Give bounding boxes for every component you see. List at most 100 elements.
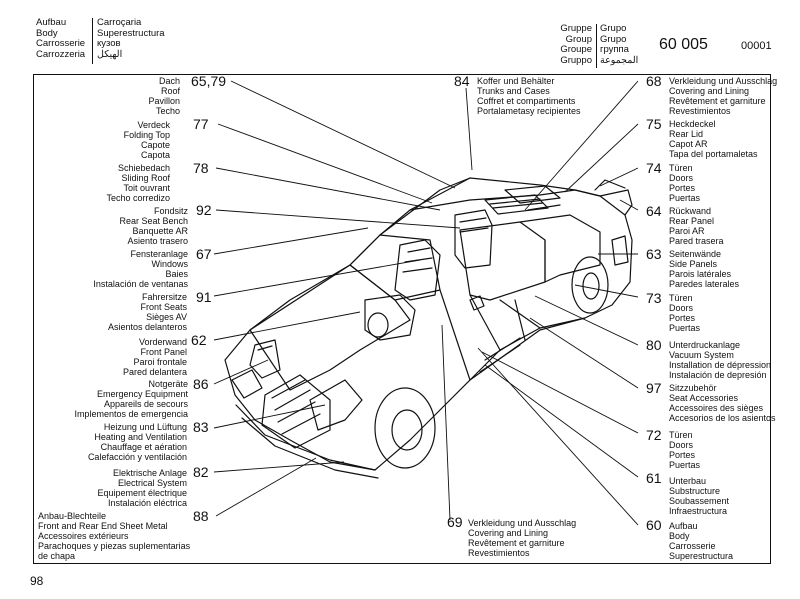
callout-label-line: Puertas bbox=[669, 460, 701, 470]
callout-label-line: Rückwand bbox=[669, 206, 712, 216]
header-section-names-b: Carroçaria Superestructura кузов الهيكل bbox=[97, 17, 165, 60]
callout-label-line: Revêtement et garniture bbox=[669, 96, 766, 106]
callout-label-line: Calefacción y ventilación bbox=[87, 452, 187, 462]
callout-label-line: Covering and Lining bbox=[669, 86, 750, 96]
callout-label-line: Pavillon bbox=[148, 96, 180, 106]
callout-label-line: Pared delantera bbox=[122, 367, 187, 377]
header-group-label: Gruppe bbox=[560, 23, 592, 34]
callout-label-line: Portalametasy recipientes bbox=[477, 106, 581, 116]
callout-number-doors-front: 72 bbox=[646, 427, 662, 443]
callout-label-line: Pared trasera bbox=[669, 236, 724, 246]
header-divider bbox=[92, 18, 93, 64]
callout-number-lining: 68 bbox=[646, 73, 662, 89]
callout-number-electrical: 82 bbox=[193, 464, 209, 480]
callout-label-line: Dach bbox=[158, 76, 180, 86]
callout-label-line: Seitenwände bbox=[669, 249, 722, 259]
callout-label-line: Implementos de emergencia bbox=[74, 409, 188, 419]
header-name: Body bbox=[36, 27, 58, 39]
callout-number-windows: 67 bbox=[196, 246, 212, 262]
callout-label-line: Accesorios de los asientos bbox=[669, 413, 776, 423]
callout-label-line: Instalación eléctrica bbox=[107, 498, 187, 508]
callout-number-emergency: 86 bbox=[193, 376, 209, 392]
header-name: الهيكل bbox=[97, 48, 123, 60]
callout-label-line: Doors bbox=[669, 303, 694, 313]
header-group-label: Gruppo bbox=[560, 54, 592, 66]
header-group-names-b: Grupo Grupo группа المجموعة bbox=[600, 23, 639, 66]
callout-number-substructure: 61 bbox=[646, 470, 662, 486]
callout-number-rear-seat: 92 bbox=[196, 202, 212, 218]
callout-label-line: Asientos delanteros bbox=[107, 322, 187, 332]
callout-number-lining-lower: 69 bbox=[447, 514, 463, 530]
callout-label-line: Electrical System bbox=[117, 478, 187, 488]
header-group-names-a: Gruppe Group Groupe Gruppo bbox=[560, 23, 592, 66]
callout-label-line: Doors bbox=[669, 440, 694, 450]
illustration-frame bbox=[33, 74, 771, 564]
callout-label-line: Türen bbox=[669, 430, 693, 440]
group-number: 60 005 bbox=[659, 36, 708, 53]
header-group-label: Grupo bbox=[600, 33, 627, 45]
page-number: 98 bbox=[30, 574, 44, 588]
callout-label-line: Covering and Lining bbox=[468, 528, 549, 538]
callout-label-line: Puertas bbox=[669, 193, 701, 203]
callout-label-line: Revestimientos bbox=[669, 106, 731, 116]
header-group-label: Group bbox=[565, 33, 592, 45]
callout-label-line: Verdeck bbox=[137, 120, 170, 130]
callout-number-seat-accessories: 97 bbox=[646, 380, 662, 396]
callout-label-line: Accessoires des sièges bbox=[669, 403, 764, 413]
header-name: кузов bbox=[97, 38, 121, 49]
header-group-label: Groupe bbox=[560, 44, 592, 55]
callout-label-line: Verkleidung und Ausschlag bbox=[669, 76, 778, 86]
callout-label-line: Seat Accessories bbox=[669, 393, 739, 403]
callout-label-line: Sitzzubehör bbox=[669, 383, 717, 393]
callout-label-line: Revestimientos bbox=[468, 548, 530, 558]
callout-label-line: Rear Lid bbox=[669, 129, 704, 139]
header-group-label: المجموعة bbox=[600, 54, 639, 66]
callout-label-line: Superestructura bbox=[669, 551, 734, 561]
callout-number-sliding-roof: 78 bbox=[193, 160, 209, 176]
callout-label-line: Front Panel bbox=[140, 347, 187, 357]
callout-label-line: Soubassement bbox=[669, 496, 730, 506]
callout-label-line: Rear Seat Bench bbox=[119, 216, 188, 226]
header-name: Carroçaria bbox=[97, 17, 142, 28]
callout-label-line: Anbau-Blechteile bbox=[38, 511, 107, 521]
header-divider bbox=[596, 24, 597, 68]
callout-label-line: Parois latérales bbox=[669, 269, 732, 279]
callout-label-line: Banquette AR bbox=[132, 226, 188, 236]
callout-label-line: Paroi AR bbox=[669, 226, 705, 236]
callout-label-line: Revêtement et garniture bbox=[468, 538, 565, 548]
callout-label-line: Body bbox=[669, 531, 690, 541]
callout-label-line: Parachoques y piezas suplementarias bbox=[38, 541, 191, 551]
callout-label-line: Side Panels bbox=[669, 259, 718, 269]
callout-label-line: Heating and Ventilation bbox=[94, 432, 187, 442]
callout-label-line: Türen bbox=[669, 163, 693, 173]
callout-number-doors-rear: 74 bbox=[646, 160, 662, 176]
callout-label-line: Coffret et compartiments bbox=[477, 96, 576, 106]
callout-label-line: Aufbau bbox=[669, 521, 698, 531]
callout-number-rear-lid: 75 bbox=[646, 116, 662, 132]
callout-label-line: Portes bbox=[669, 183, 696, 193]
callout-label-line: Sièges AV bbox=[146, 312, 187, 322]
callout-label-line: Appareils de secours bbox=[103, 399, 188, 409]
callout-label-line: Front Seats bbox=[140, 302, 187, 312]
callout-label-line: Capote bbox=[140, 140, 170, 150]
